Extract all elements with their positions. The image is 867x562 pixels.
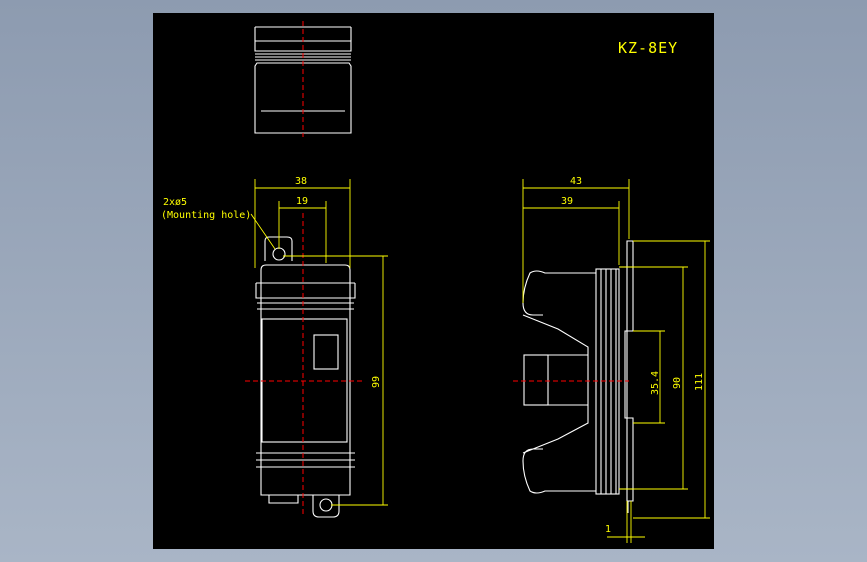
technical-drawing: KZ-8EY	[161, 21, 710, 543]
dim-depth-39: 39	[561, 196, 573, 207]
dim-height-99: 99	[371, 376, 382, 388]
mounting-hole-top	[272, 247, 286, 261]
front-dimensions: 38 19 2xø5 (Mounting hole) 99	[161, 176, 388, 506]
dim-35-4: 35.4	[650, 371, 661, 395]
dim-hole-spacing-19: 19	[296, 196, 308, 207]
side-dimensions: 43 39 35.4 90 111 1	[522, 176, 710, 543]
front-view	[245, 213, 365, 518]
note-mounting-hole: (Mounting hole)	[161, 210, 251, 221]
mounting-hole-bottom	[319, 498, 333, 512]
drawing-title: KZ-8EY	[618, 39, 678, 57]
dim-111: 111	[694, 373, 705, 391]
dim-width-38: 38	[295, 176, 307, 187]
side-view	[513, 240, 634, 513]
dim-1: 1	[605, 524, 611, 535]
cad-viewport[interactable]: KZ-8EY	[153, 13, 714, 549]
dim-depth-43: 43	[570, 176, 582, 187]
note-hole-count: 2xø5	[163, 197, 187, 208]
top-view	[254, 21, 352, 137]
dim-90: 90	[672, 377, 683, 389]
